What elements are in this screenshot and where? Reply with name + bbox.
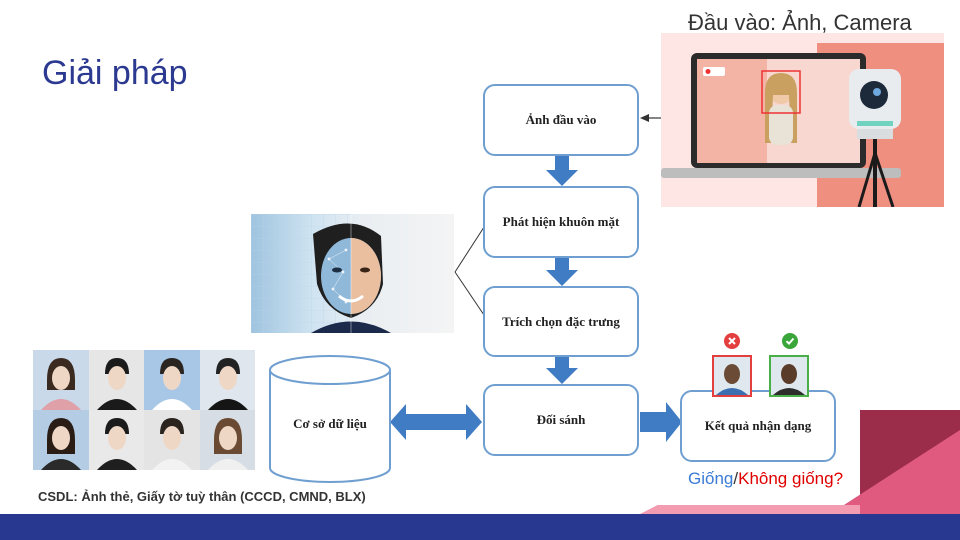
id-photo: [144, 410, 200, 470]
step-input-image: Ảnh đầu vào: [483, 84, 639, 156]
id-photo: [144, 350, 200, 410]
check-circle-icon: [782, 333, 798, 349]
database-cylinder: [269, 355, 391, 483]
result-same: Giống: [688, 469, 734, 488]
face-mesh-illustration: [251, 214, 391, 333]
step-feature-extraction: Trích chọn đặc trưng: [483, 286, 639, 357]
corner-decoration-strip: [640, 505, 860, 514]
laptop-webcam-illustration: [661, 43, 944, 207]
id-photo: [33, 350, 89, 410]
input-label: Đầu vào: Ảnh, Camera: [688, 10, 912, 35]
camera-image: [661, 33, 944, 207]
x-circle-icon: [724, 333, 740, 349]
database-label: Cơ sở dữ liệu: [293, 416, 367, 431]
result-separator: /: [733, 469, 739, 488]
result-caption: Giống/Không giống?: [688, 469, 843, 489]
step-face-detection: Phát hiện khuôn mặt: [483, 186, 639, 258]
face-detection-image: [251, 214, 454, 333]
result-diff: Không giống?: [738, 469, 844, 488]
id-photo: [88, 410, 144, 470]
id-photo: [199, 350, 255, 410]
id-photo: [199, 410, 255, 470]
id-photo: [88, 350, 144, 410]
flow-arrows: [390, 156, 682, 442]
footer-bar: [0, 514, 960, 540]
slide-title: Giải pháp: [42, 54, 188, 92]
recognition-result-box: Kết quả nhận dạng: [680, 390, 836, 462]
match-face-thumbnail: [769, 355, 809, 397]
id-photo: [33, 410, 89, 470]
step-matching: Đối sánh: [483, 384, 639, 456]
mismatch-face-thumbnail: [712, 355, 752, 397]
database-caption: CSDL: Ảnh thẻ, Giấy tờ tuỳ thân (CCCD, C…: [38, 489, 366, 504]
id-photo-grid: [33, 350, 255, 470]
